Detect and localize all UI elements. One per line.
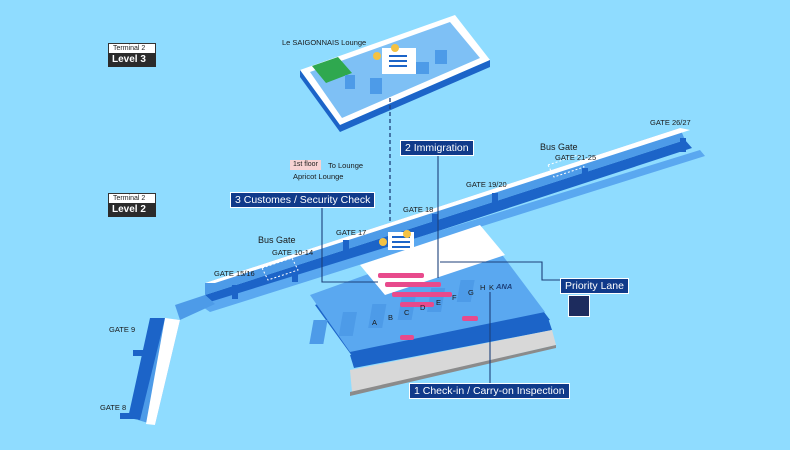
concourse-main bbox=[200, 128, 705, 312]
counter-letter: B bbox=[388, 313, 394, 322]
priority-lane-sign-icon bbox=[568, 295, 590, 317]
escalator-icon bbox=[389, 55, 407, 67]
saigonnais-lounge-label: Le SAIGONNAIS Lounge bbox=[282, 38, 367, 47]
escalator-icon bbox=[379, 230, 414, 250]
gate-17-label: GATE 17 bbox=[336, 228, 367, 237]
level2-terminal: Terminal 2 bbox=[108, 193, 156, 203]
bus-gate-label-east: Bus Gate bbox=[540, 142, 578, 152]
bus-gate-label-west: Bus Gate bbox=[258, 235, 296, 245]
first-floor-badge: 1st floor bbox=[290, 160, 321, 170]
ana-logo-label: ANA bbox=[496, 282, 513, 291]
priority-lane-callout: Priority Lane bbox=[560, 278, 629, 294]
gate-19-20-label: GATE 19/20 bbox=[466, 180, 507, 189]
gate-8-label: GATE 8 bbox=[100, 403, 127, 412]
level2-name: Level 2 bbox=[108, 203, 156, 217]
to-lounge-label: To Lounge bbox=[328, 161, 364, 170]
customs-callout: 3 Customes / Security Check bbox=[230, 192, 376, 208]
counter-letter: H bbox=[480, 283, 486, 292]
gate-15-16-label: GATE 15/16 bbox=[214, 269, 255, 278]
level3-terminal: Terminal 2 bbox=[108, 43, 156, 53]
counter-letter: K bbox=[489, 283, 495, 292]
concourse-south-arm bbox=[128, 295, 215, 425]
gate-21-25-label: GATE 21-25 bbox=[555, 153, 597, 162]
counter-letter: F bbox=[452, 293, 457, 302]
counter-letter: A bbox=[372, 318, 378, 327]
level3-name: Level 3 bbox=[108, 53, 156, 67]
counter-letter: E bbox=[436, 298, 442, 307]
gate-10-14-label: GATE 10-14 bbox=[272, 248, 314, 257]
seat-rows bbox=[378, 273, 478, 340]
apricot-lounge-label: Apricot Lounge bbox=[293, 172, 344, 181]
checkin-callout: 1 Check-in / Carry-on Inspection bbox=[409, 383, 570, 399]
gate-18-label: GATE 18 bbox=[403, 205, 434, 214]
bus-gates bbox=[261, 154, 585, 281]
level2-tag: Terminal 2 Level 2 bbox=[108, 193, 156, 217]
counter-letter: D bbox=[420, 303, 426, 312]
level3-floor bbox=[300, 15, 490, 132]
immigration-callout: 2 Immigration bbox=[400, 140, 474, 156]
gate-9-label: GATE 9 bbox=[109, 325, 136, 334]
saigonnais-lounge-area bbox=[312, 57, 352, 83]
leader-lines bbox=[321, 153, 560, 384]
gate-26-27-label: GATE 26/27 bbox=[650, 118, 691, 127]
lounge-marker-icon bbox=[373, 44, 399, 60]
counter-letter: G bbox=[468, 288, 474, 297]
gate-piers bbox=[120, 138, 686, 419]
counter-letter: C bbox=[404, 308, 410, 317]
main-hall bbox=[310, 225, 556, 396]
level3-tag: Terminal 2 Level 3 bbox=[108, 43, 156, 67]
